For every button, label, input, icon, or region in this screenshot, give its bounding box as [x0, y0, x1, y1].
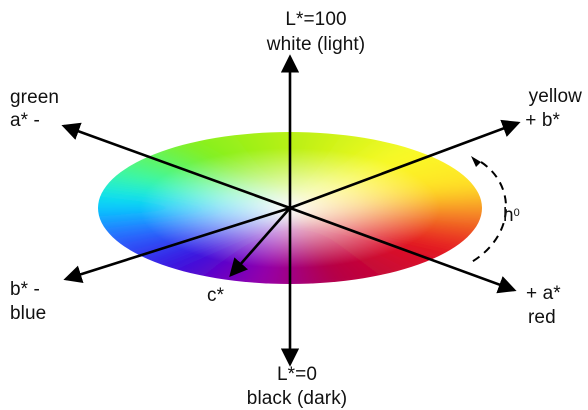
b-minus-label: b* - [10, 278, 40, 301]
red-label: red [528, 306, 556, 329]
bottom-label-black-dark: black (dark) [247, 387, 347, 410]
yellow-label: yellow [529, 85, 582, 108]
a-minus-label: a* - [10, 109, 40, 132]
blue-label: blue [10, 302, 46, 325]
green-label: green [10, 86, 59, 109]
b-plus-label: + b* [525, 109, 560, 132]
hue-angle-base: h [503, 205, 514, 226]
bottom-label-lightness-value: L*=0 [277, 363, 317, 386]
hue-angle-superscript: 0 [514, 207, 520, 219]
chroma-label: c* [207, 284, 224, 307]
top-label-white-light: white (light) [267, 33, 365, 56]
a-plus-label: + a* [526, 282, 561, 305]
hue-arc-arrowhead [471, 156, 481, 167]
top-label-lightness-value: L*=100 [285, 8, 346, 31]
hue-angle-label: h0 [503, 204, 520, 227]
